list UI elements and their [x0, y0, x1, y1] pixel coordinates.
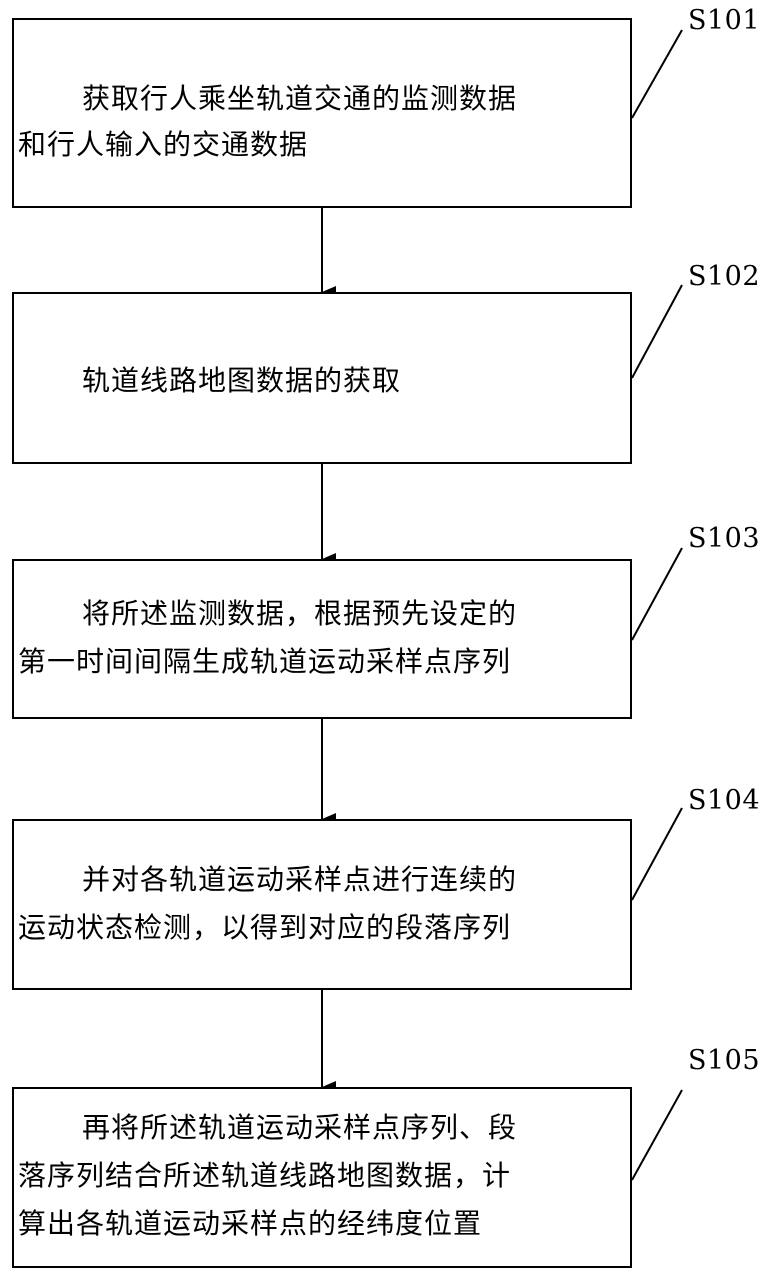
- step-id-s102: S102: [688, 261, 761, 292]
- step-text-line: 算出各轨道运动采样点的经纬度位置: [18, 1207, 483, 1240]
- step-text-line: 获取行人乘坐轨道交通的监测数据: [82, 82, 518, 115]
- step-text-line: 轨道线路地图数据的获取: [82, 364, 402, 397]
- step-text-line: 并对各轨道运动采样点进行连续的: [82, 863, 518, 896]
- step-id-s101: S101: [688, 5, 761, 36]
- leader-line-s103: [631, 547, 683, 641]
- step-box-s104: 并对各轨道运动采样点进行连续的 运动状态检测，以得到对应的段落序列: [12, 819, 632, 990]
- step-text-line: 再将所述轨道运动采样点序列、段: [82, 1111, 518, 1144]
- step-box-s102: 轨道线路地图数据的获取: [12, 292, 632, 464]
- leader-line-s104: [631, 807, 683, 901]
- step-text-line: 运动状态检测，以得到对应的段落序列: [18, 911, 512, 944]
- step-text-line: 和行人输入的交通数据: [18, 128, 309, 161]
- leader-line-s105: [631, 1089, 683, 1181]
- step-box-s105: 再将所述轨道运动采样点序列、段 落序列结合所述轨道线路地图数据，计 算出各轨道运…: [12, 1087, 632, 1268]
- step-text-line: 落序列结合所述轨道线路地图数据，计: [18, 1159, 512, 1192]
- step-text-line: 第一时间间隔生成轨道运动采样点序列: [18, 645, 512, 678]
- leader-line-s102: [631, 284, 683, 379]
- step-box-s101: 获取行人乘坐轨道交通的监测数据 和行人输入的交通数据: [12, 18, 632, 208]
- step-text-line: 将所述监测数据，根据预先设定的: [82, 597, 518, 630]
- step-id-s105: S105: [688, 1045, 761, 1076]
- leader-line-s101: [631, 29, 683, 119]
- step-box-s103: 将所述监测数据，根据预先设定的 第一时间间隔生成轨道运动采样点序列: [12, 559, 632, 719]
- step-id-s104: S104: [688, 785, 761, 816]
- step-id-s103: S103: [688, 523, 761, 554]
